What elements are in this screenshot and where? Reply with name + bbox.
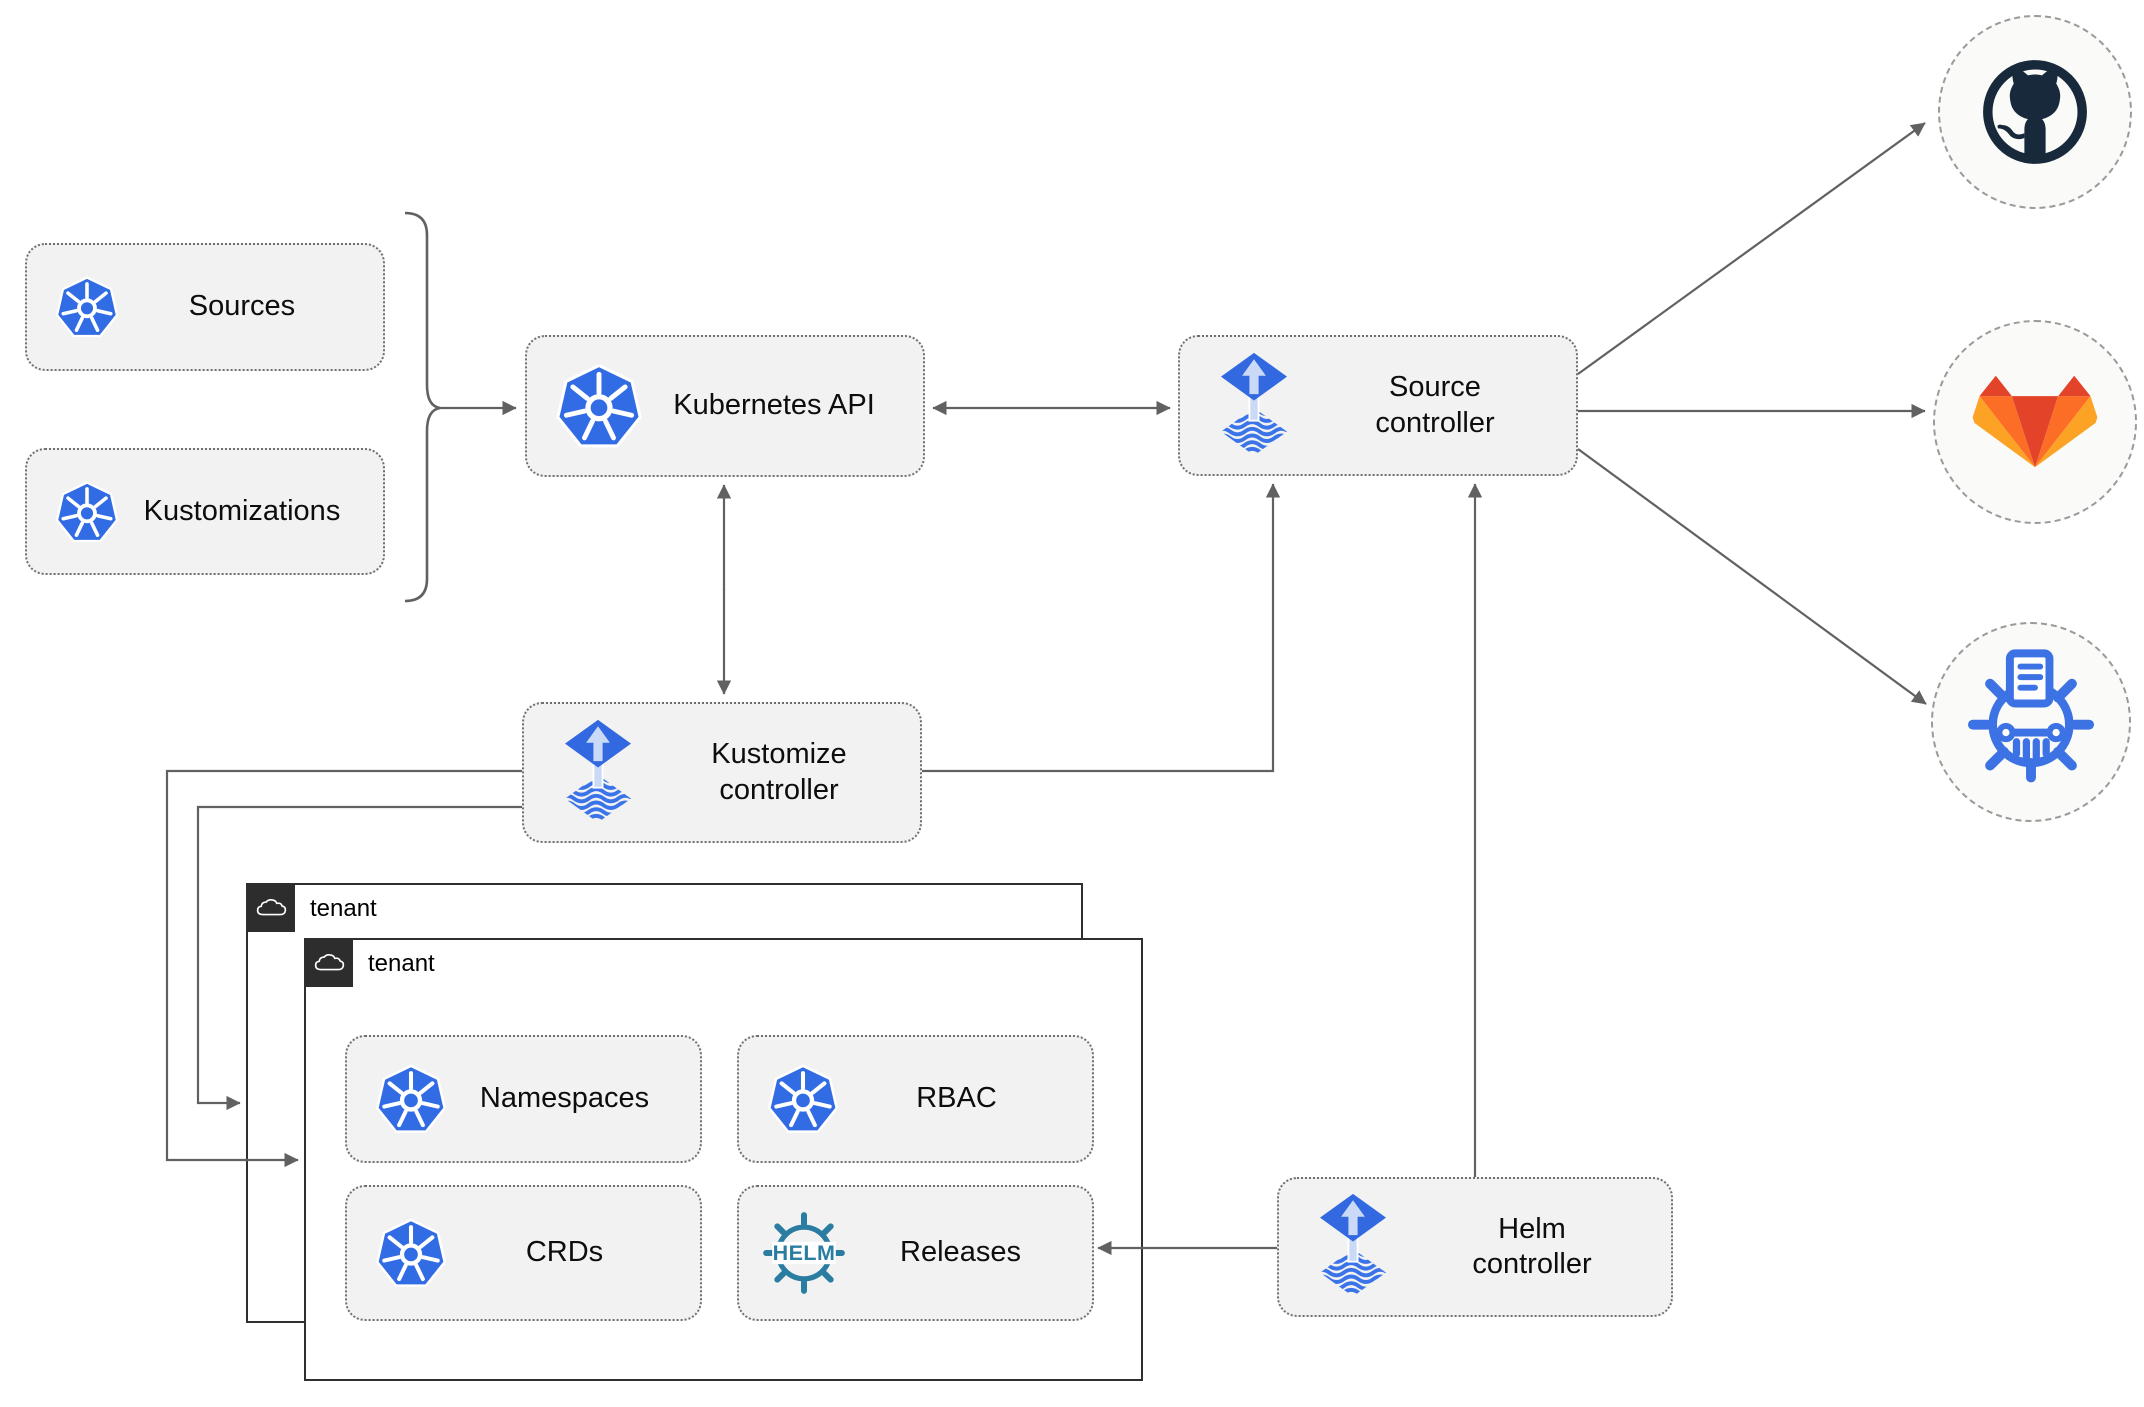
node-crds: CRDs bbox=[345, 1185, 702, 1321]
tenant-inner-box: tenant Namespaces RBAC CRDs HELM Release… bbox=[304, 938, 1143, 1381]
tenant-inner-label-text: tenant bbox=[368, 949, 435, 977]
node-kustomizations-label: Kustomizations bbox=[143, 494, 341, 527]
kubernetes-icon bbox=[375, 1217, 447, 1289]
gitlab-icon bbox=[1972, 375, 2098, 468]
node-crds-label: CRDs bbox=[525, 1236, 604, 1269]
external-chartmuseum-circle bbox=[1931, 622, 2131, 822]
chartmuseum-icon bbox=[1965, 648, 2097, 796]
external-gitlab-circle bbox=[1933, 320, 2137, 524]
helm-icon-text: HELM bbox=[773, 1241, 836, 1265]
flux-icon bbox=[1208, 351, 1300, 461]
node-helm-controller-label: Helm controller bbox=[1472, 1212, 1592, 1280]
node-kustomizations: Kustomizations bbox=[25, 448, 385, 575]
node-sources-label: Sources bbox=[188, 290, 296, 323]
node-kubernetes-api-label: Kubernetes API bbox=[673, 389, 875, 422]
cloud-icon bbox=[314, 954, 344, 971]
node-namespaces-label: Namespaces bbox=[479, 1082, 650, 1115]
kubernetes-icon bbox=[55, 275, 119, 338]
flux-icon bbox=[1307, 1192, 1399, 1302]
node-releases-label: Releases bbox=[900, 1236, 1021, 1269]
arrow-source-to-chartmuseum bbox=[1577, 448, 1927, 705]
kubernetes-icon bbox=[55, 480, 119, 543]
arrow-source-to-github bbox=[1577, 122, 1926, 375]
node-namespaces: Namespaces bbox=[345, 1035, 702, 1163]
github-icon bbox=[1976, 53, 2094, 171]
kubernetes-icon bbox=[767, 1063, 839, 1135]
external-github-circle bbox=[1938, 15, 2132, 209]
tenant-inner-label-tag bbox=[305, 939, 353, 987]
kubernetes-icon bbox=[555, 362, 643, 450]
node-rbac-label: RBAC bbox=[916, 1082, 997, 1115]
tenant-outer-label-text: tenant bbox=[310, 894, 377, 922]
node-source-controller-label: Source controller bbox=[1375, 371, 1495, 439]
node-kubernetes-api: Kubernetes API bbox=[525, 335, 925, 477]
node-kustomize-controller: Kustomize controller bbox=[522, 702, 922, 843]
node-kustomize-controller-label: Kustomize controller bbox=[711, 738, 847, 806]
node-source-controller: Source controller bbox=[1178, 335, 1578, 476]
arrow-kustomize-to-source bbox=[922, 483, 1281, 773]
node-sources: Sources bbox=[25, 243, 385, 371]
flux-icon bbox=[552, 718, 644, 828]
kubernetes-icon bbox=[375, 1063, 447, 1135]
node-rbac: RBAC bbox=[737, 1035, 1094, 1163]
helm-icon: HELM bbox=[761, 1210, 847, 1296]
sources-bracket bbox=[404, 211, 441, 603]
tenant-outer-label-tag bbox=[247, 884, 295, 932]
node-releases: HELM Releases bbox=[737, 1185, 1094, 1321]
cloud-icon bbox=[256, 899, 286, 916]
node-helm-controller: Helm controller bbox=[1277, 1177, 1673, 1317]
